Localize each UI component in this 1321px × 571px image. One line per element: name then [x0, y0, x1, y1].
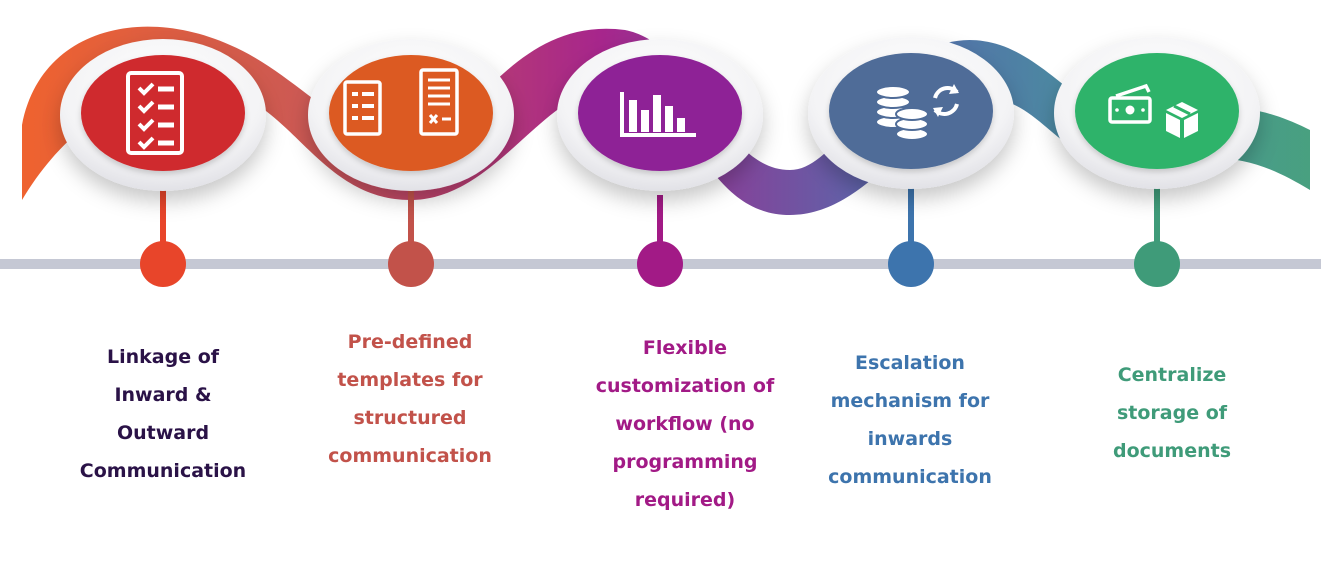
label-line: Pre-defined: [347, 331, 473, 353]
step-4-label: Escalation mechanism for inwards communi…: [825, 344, 995, 496]
label-line: Outward: [116, 422, 210, 444]
label-line: Linkage of: [106, 346, 220, 368]
coins-exchange-icon: [875, 84, 959, 141]
timeline-dot: [1134, 241, 1180, 287]
step-3: [557, 39, 763, 287]
label-line: Escalation: [855, 352, 965, 374]
label-line: Communication: [79, 460, 247, 482]
money-box-icon: [1108, 83, 1198, 138]
icon-disc: [81, 55, 245, 171]
label-line: communication: [828, 466, 992, 488]
label-line: programming: [612, 451, 758, 473]
icon-disc: [329, 55, 493, 171]
label-line: Centralize: [1117, 364, 1227, 386]
timeline-dot: [637, 241, 683, 287]
step-4: [808, 37, 1014, 287]
label-line: customization of: [595, 375, 775, 397]
step-5-label: Centralize storage of documents: [1087, 356, 1257, 470]
label-line: Inward &: [114, 384, 212, 406]
templates-icon: [343, 68, 459, 136]
label-line: communication: [328, 445, 492, 467]
label-line: required): [634, 489, 736, 511]
timeline-dot: [140, 241, 186, 287]
label-line: structured: [353, 407, 467, 429]
timeline-dot: [388, 241, 434, 287]
timeline-dot: [888, 241, 934, 287]
label-line: inwards: [867, 428, 953, 450]
step-1: [60, 39, 266, 287]
label-line: workflow (no: [615, 413, 755, 435]
label-line: documents: [1112, 440, 1232, 462]
step-1-label: Linkage of Inward & Outward Communicatio…: [63, 338, 263, 490]
step-2: [308, 39, 514, 287]
label-line: Flexible: [642, 337, 728, 359]
icon-disc: [1075, 53, 1239, 169]
label-line: templates for: [337, 369, 483, 391]
step-3-label: Flexible customization of workflow (no p…: [580, 329, 790, 519]
label-line: mechanism for: [830, 390, 990, 412]
step-2-label: Pre-defined templates for structured com…: [310, 323, 510, 475]
step-5: [1054, 37, 1260, 287]
bar-chart-icon: [620, 92, 696, 137]
checklist-icon: [126, 71, 184, 155]
label-line: storage of: [1116, 402, 1228, 424]
